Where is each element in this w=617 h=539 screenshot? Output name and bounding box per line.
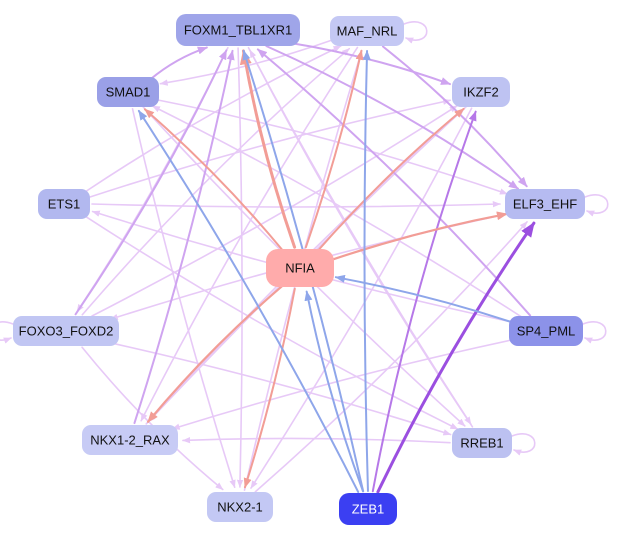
edge: [106, 341, 452, 436]
edge-self-loop: [584, 194, 609, 217]
edge: [247, 46, 472, 425]
node-MAF_NRL[interactable]: MAF_NRL: [330, 16, 404, 46]
edge: [137, 109, 360, 493]
edge: [149, 46, 208, 81]
edge: [243, 287, 296, 489]
node-ELF3_EHF[interactable]: ELF3_EHF: [505, 189, 585, 219]
edge: [331, 211, 508, 261]
node-RREB1[interactable]: RREB1: [452, 428, 512, 458]
edge: [146, 285, 284, 423]
edge: [182, 436, 451, 444]
node-SP4_PML[interactable]: SP4_PML: [509, 316, 583, 346]
node-shape[interactable]: [452, 77, 510, 107]
node-shape[interactable]: [176, 14, 300, 46]
edge: [376, 221, 536, 494]
node-shape[interactable]: [82, 425, 178, 455]
edge: [83, 45, 342, 194]
edge: [91, 105, 458, 317]
node-NKX2-1[interactable]: NKX2-1: [207, 492, 273, 522]
edge-self-loop: [0, 321, 14, 344]
edge: [171, 338, 514, 430]
edge-self-loop: [403, 21, 428, 44]
edge-layer: [0, 21, 609, 494]
node-shape[interactable]: [330, 16, 404, 46]
node-shape[interactable]: [207, 492, 273, 522]
edge: [133, 49, 235, 425]
edge: [239, 49, 297, 249]
node-shape[interactable]: [38, 189, 90, 219]
node-ETS1[interactable]: ETS1: [38, 189, 90, 219]
node-FOXO3_FOXD2[interactable]: FOXO3_FOXD2: [13, 316, 119, 346]
node-shape[interactable]: [505, 189, 585, 219]
edge: [88, 98, 452, 198]
node-shape[interactable]: [339, 493, 397, 525]
edge: [131, 108, 236, 489]
node-NFIA[interactable]: NFIA: [266, 249, 334, 287]
node-shape[interactable]: [452, 428, 512, 458]
node-shape[interactable]: [509, 316, 583, 346]
node-SMAD1[interactable]: SMAD1: [97, 77, 159, 107]
edge: [304, 49, 364, 249]
edge: [254, 221, 528, 493]
edge: [74, 49, 228, 316]
edge: [83, 214, 459, 430]
edge: [156, 99, 508, 195]
edge: [143, 108, 284, 251]
edge: [371, 110, 477, 493]
edge: [81, 47, 351, 316]
node-NKX1-2_RAX[interactable]: NKX1-2_RAX: [82, 425, 178, 455]
edge: [151, 105, 524, 319]
edge-self-loop: [582, 321, 607, 344]
edge: [265, 45, 519, 190]
edge-self-loop: [511, 433, 536, 456]
node-shape[interactable]: [13, 316, 119, 346]
edge: [236, 47, 244, 488]
node-ZEB1[interactable]: ZEB1: [339, 493, 397, 525]
edge: [304, 290, 364, 493]
edge: [317, 107, 465, 251]
node-shape[interactable]: [266, 249, 334, 287]
node-shape[interactable]: [97, 77, 159, 107]
node-IKZF2[interactable]: IKZF2: [452, 77, 510, 107]
edge: [362, 50, 371, 492]
edge: [140, 46, 359, 422]
node-FOXM1_TBL1XR1[interactable]: FOXM1_TBL1XR1: [176, 14, 300, 46]
edge: [334, 274, 514, 324]
